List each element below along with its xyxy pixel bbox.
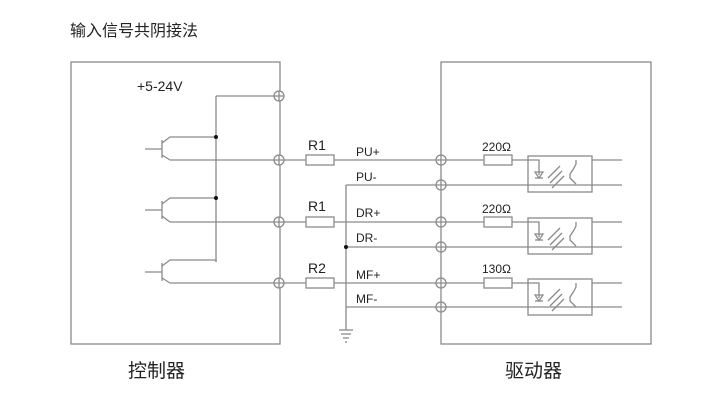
optocoupler-1 bbox=[446, 154, 622, 193]
resistor-label-3: R2 bbox=[308, 260, 326, 276]
resistor-label-2: R1 bbox=[308, 198, 326, 214]
transistor-1 bbox=[145, 136, 441, 161]
supply-voltage-label: +5-24V bbox=[137, 78, 183, 94]
ground-icon bbox=[339, 329, 353, 343]
resistor-r1-pu bbox=[305, 154, 335, 166]
mf-minus-label: MF- bbox=[356, 292, 377, 306]
optocoupler-2 bbox=[446, 216, 622, 255]
internal-resistor-label-1: 220Ω bbox=[482, 140, 511, 154]
internal-resistor-1 bbox=[483, 154, 513, 166]
resistor-label-1: R1 bbox=[308, 137, 326, 153]
optocoupler-3 bbox=[446, 277, 622, 316]
transistor-3 bbox=[145, 259, 441, 284]
internal-resistor-label-3: 130Ω bbox=[482, 262, 511, 276]
internal-resistor-2 bbox=[483, 216, 513, 228]
dr-plus-label: DR+ bbox=[356, 206, 380, 220]
dr-minus-label: DR- bbox=[356, 231, 377, 245]
driver-caption: 驱动器 bbox=[505, 360, 563, 382]
pu-minus-label: PU- bbox=[356, 170, 377, 184]
mf-plus-label: MF+ bbox=[356, 268, 380, 282]
transistor-2 bbox=[145, 197, 441, 223]
controller-box bbox=[70, 61, 281, 345]
controller-caption: 控制器 bbox=[128, 360, 186, 382]
internal-resistor-label-2: 220Ω bbox=[482, 202, 511, 216]
driver-box bbox=[440, 61, 652, 345]
internal-resistor-3 bbox=[483, 277, 513, 289]
junction-dots bbox=[214, 135, 348, 249]
resistor-r2-mf bbox=[305, 277, 335, 289]
controller-terminals bbox=[273, 90, 285, 289]
resistor-r1-dr bbox=[305, 216, 335, 228]
diagram-title: 输入信号共阴接法 bbox=[70, 21, 199, 40]
pu-plus-label: PU+ bbox=[356, 145, 380, 159]
